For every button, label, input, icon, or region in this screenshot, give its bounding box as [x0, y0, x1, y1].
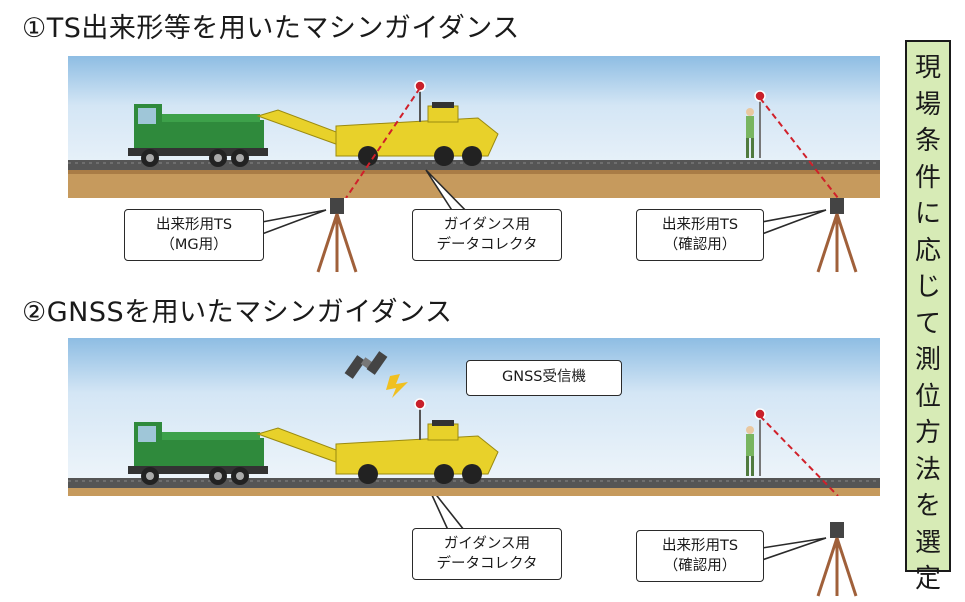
section2-title: ②GNSSを用いたマシンガイダンス: [22, 297, 453, 328]
callout-data-collector-2: ガイダンス用 データコレクタ: [412, 528, 562, 580]
dump-truck-icon: [128, 422, 268, 485]
scene-ts-panel: [68, 56, 880, 198]
callout-data-collector-line2: データコレクタ: [436, 237, 538, 253]
callout-ts-mg: 出来形用TS （MG用）: [124, 209, 264, 261]
callout-gnss-receiver: GNSS受信機: [466, 360, 622, 396]
surveyor-icon: [746, 90, 766, 158]
callout-ts-mg-line2: （MG用）: [160, 237, 228, 253]
side-panel-label: 現場条件に応じて測位方法を選定: [914, 53, 941, 594]
callout-gnss-receiver-label: GNSS受信機: [502, 369, 586, 385]
satellite-icon: [344, 351, 388, 379]
paver-machine-icon: [256, 420, 499, 484]
dump-truck-icon: [128, 104, 268, 167]
callout-ts-check-line1: 出来形用TS: [661, 217, 739, 233]
section1-title: ①TS出来形等を用いたマシンガイダンス: [22, 13, 520, 44]
callout-data-collector-2-line2: データコレクタ: [436, 556, 538, 572]
callout-ts-check: 出来形用TS （確認用）: [636, 209, 764, 261]
callout-ts-mg-line1: 出来形用TS: [155, 217, 233, 233]
callout-ts-check-2-line2: （確認用）: [663, 558, 737, 574]
prism-pole-icon: [414, 398, 426, 440]
paver-machine-icon: [256, 102, 499, 166]
total-station-icon: [816, 198, 858, 273]
lightning-signal-icon: [386, 374, 408, 398]
prism-pole-icon: [414, 80, 426, 122]
callout-ts-check-2-line1: 出来形用TS: [661, 538, 739, 554]
side-panel: 現場条件に応じて測位方法を選定: [905, 40, 951, 594]
callout-data-collector: ガイダンス用 データコレクタ: [412, 209, 562, 261]
total-station-icon: [816, 522, 858, 597]
callout-data-collector-line1: ガイダンス用: [443, 217, 531, 233]
surveyor-icon: [746, 408, 766, 476]
callout-ts-check-line2: （確認用）: [663, 237, 737, 253]
total-station-icon: [316, 198, 358, 273]
callout-ts-check-2: 出来形用TS （確認用）: [636, 530, 764, 582]
callout-data-collector-2-line1: ガイダンス用: [443, 536, 531, 552]
